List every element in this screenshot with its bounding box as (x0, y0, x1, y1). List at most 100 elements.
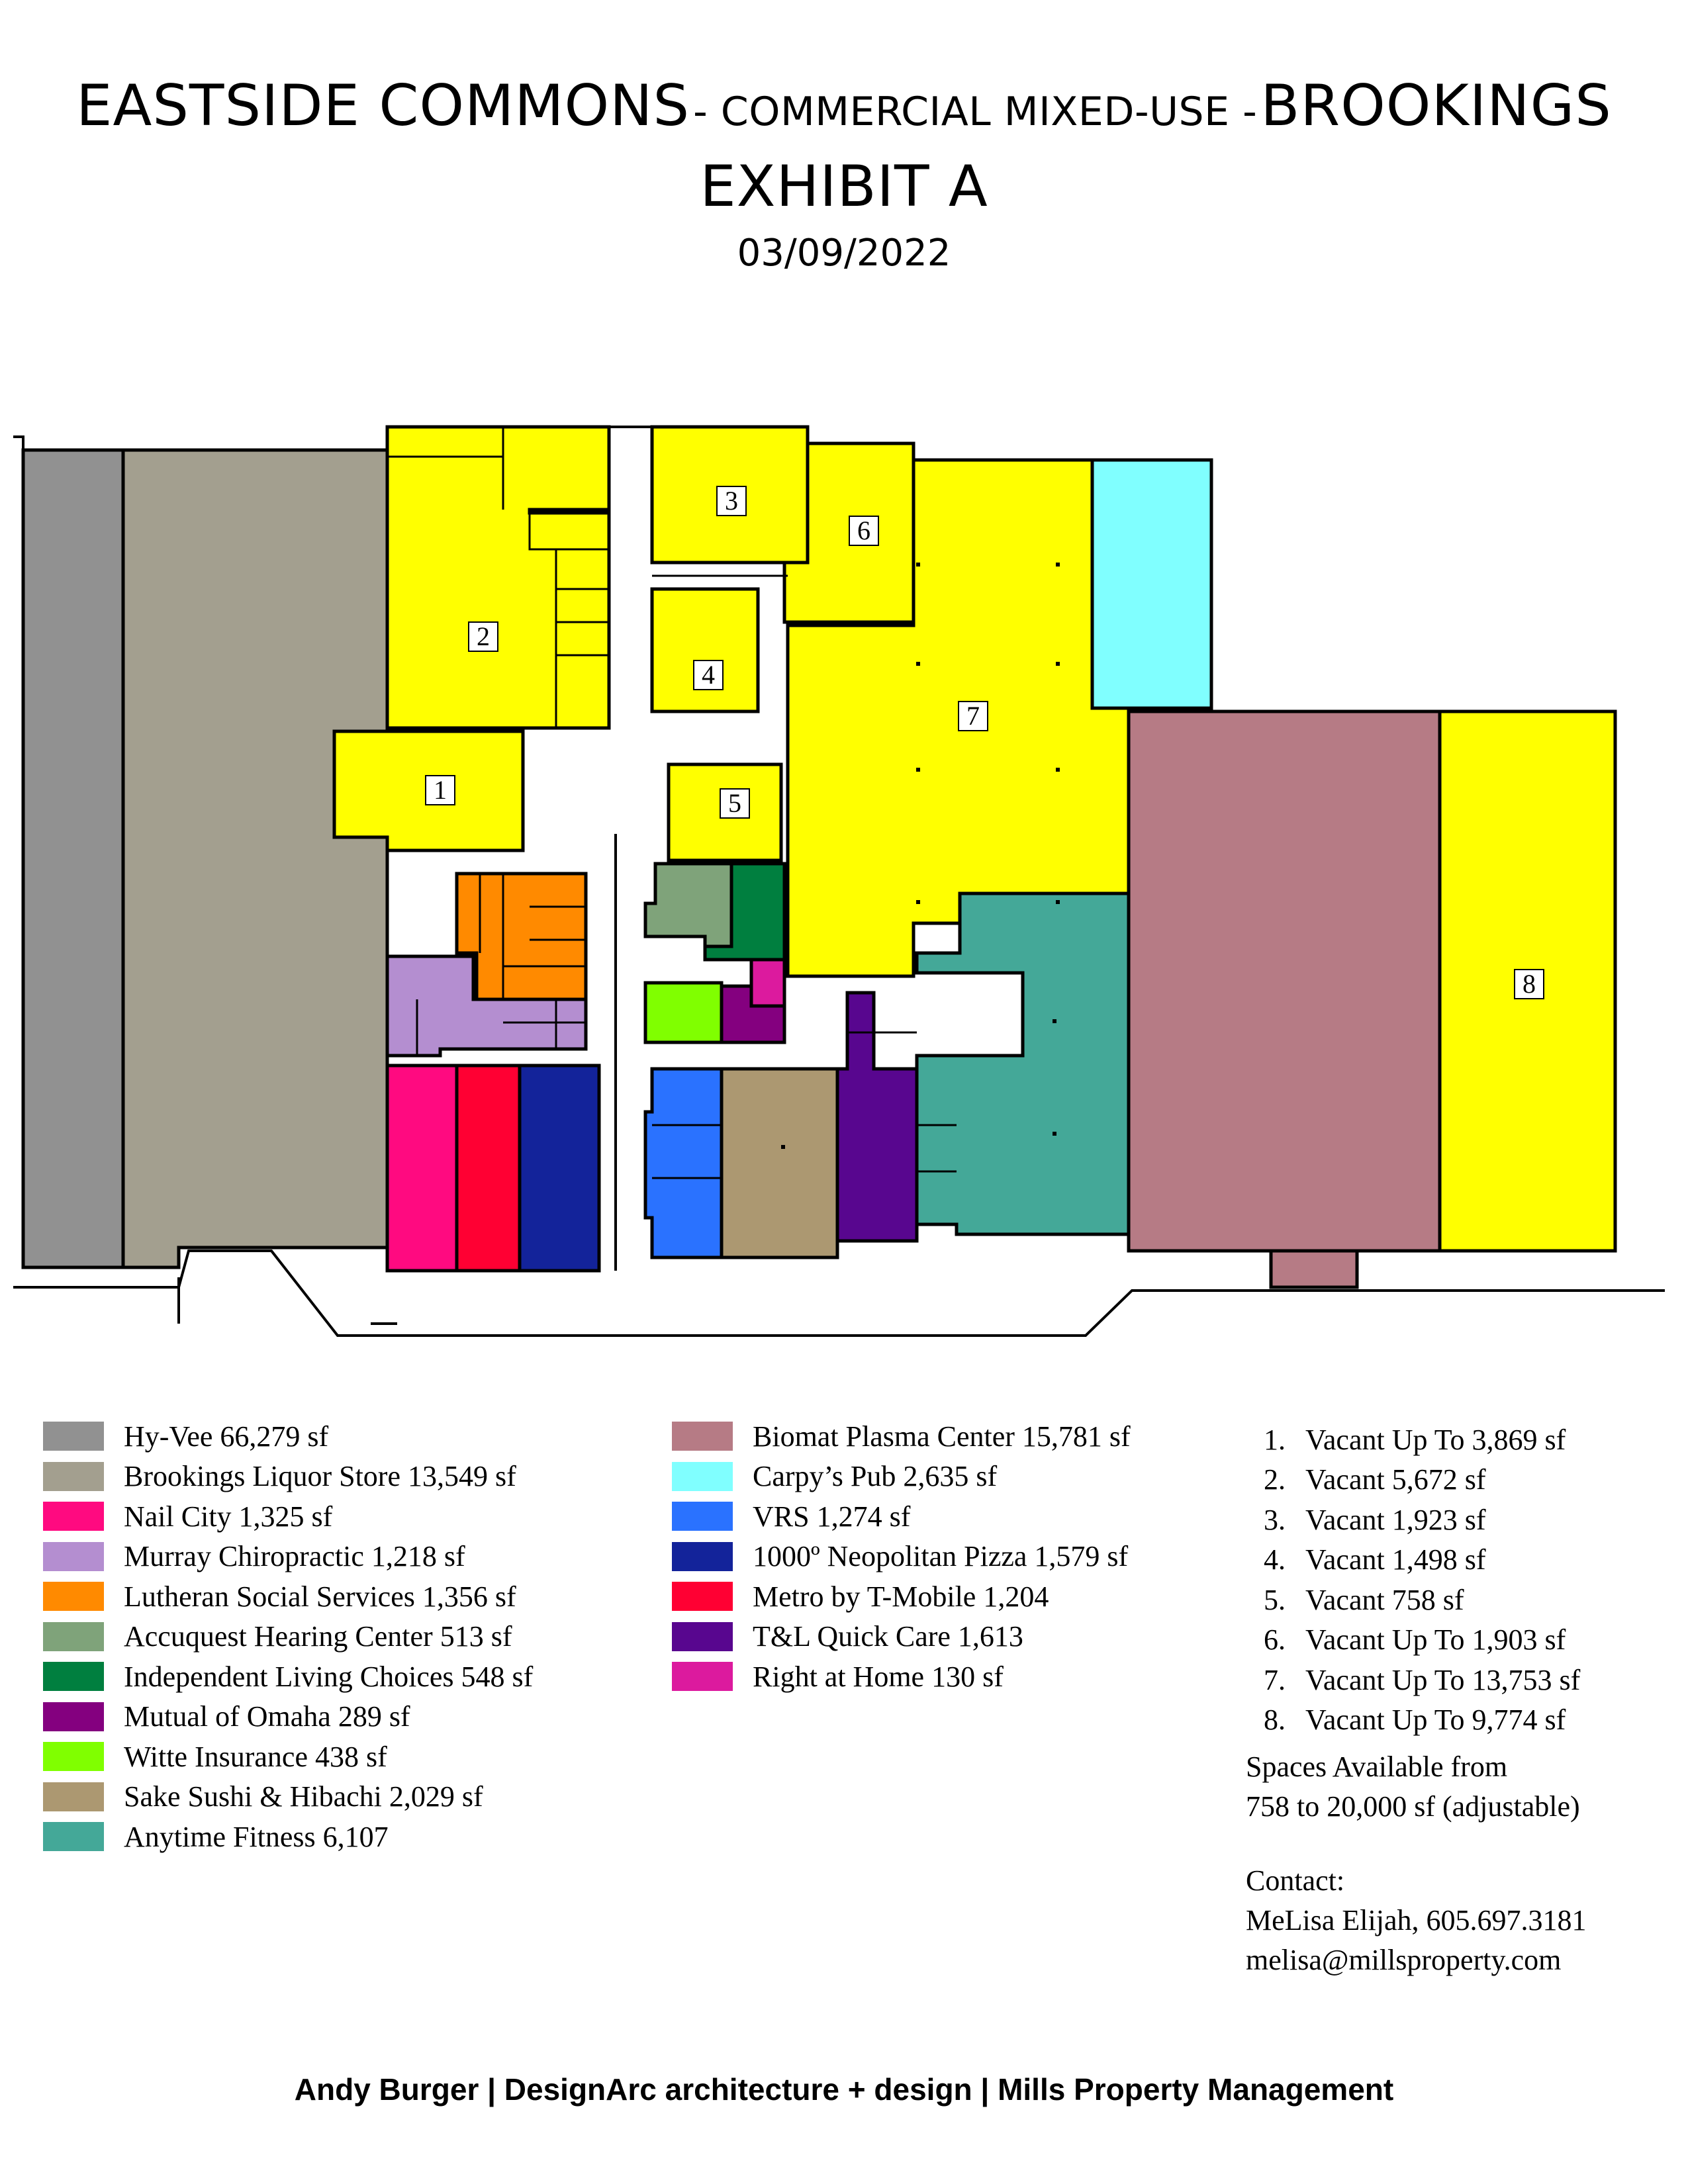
legend-swatch (43, 1822, 104, 1852)
unit-biomat[interactable] (1127, 709, 1442, 1253)
svg-text:5: 5 (728, 788, 741, 818)
vacancy-item: 8.Vacant Up To 9,774 sf (1239, 1700, 1580, 1741)
label-vacant-2: 2 (468, 621, 498, 652)
legend-label: Independent Living Choices 548 sf (124, 1660, 534, 1693)
legend-item: Hy-Vee 66,279 sf (43, 1416, 533, 1457)
unit-carpys-pub[interactable] (1090, 458, 1213, 710)
legend-item: Right at Home 130 sf (672, 1657, 1131, 1697)
legend-label: Nail City 1,325 sf (124, 1500, 333, 1533)
unit-vacant-2[interactable] (385, 425, 611, 730)
legend-label: 1000º Neopolitan Pizza 1,579 sf (753, 1540, 1129, 1573)
legend-swatch (43, 1461, 104, 1491)
legend-label: T&L Quick Care 1,613 (753, 1620, 1023, 1653)
vacancy-label: Vacant 1,923 sf (1305, 1503, 1486, 1536)
legend-swatch (672, 1621, 733, 1651)
vacancy-number: 4. (1264, 1543, 1286, 1576)
legend-label: Mutual of Omaha 289 sf (124, 1700, 410, 1733)
legend-left: Hy-Vee 66,279 sf Brookings Liquor Store 1… (43, 1416, 533, 1857)
legend-swatch (43, 1541, 104, 1571)
label-vacant-3: 3 (716, 486, 747, 516)
contact-heading: Contact: (1246, 1864, 1345, 1897)
legend-item: 1000º Neopolitan Pizza 1,579 sf (672, 1537, 1131, 1577)
availability-line2: 758 to 20,000 sf (adjustable) (1246, 1790, 1580, 1823)
label-vacant-6: 6 (849, 516, 879, 546)
vacancy-number: 7. (1264, 1663, 1286, 1696)
unit-murray[interactable] (385, 954, 588, 1058)
legend-item: Metro by T-Mobile 1,204 (672, 1576, 1131, 1617)
vacancy-item: 6.Vacant Up To 1,903 sf (1239, 1620, 1580, 1661)
svg-text:7: 7 (966, 701, 980, 731)
contact-email[interactable]: melisa@millsproperty.com (1246, 1944, 1562, 1976)
vacancy-label: Vacant 1,498 sf (1305, 1543, 1486, 1576)
legend-label: Anytime Fitness 6,107 (124, 1820, 389, 1853)
unit-accuquest[interactable] (643, 862, 733, 948)
svg-text:1: 1 (434, 775, 447, 805)
legend-item: Carpy’s Pub 2,635 sf (672, 1457, 1131, 1497)
svg-text:3: 3 (725, 486, 738, 516)
vacancy-number: 8. (1264, 1704, 1286, 1737)
legend-swatch (43, 1742, 104, 1772)
vacancy-label: Vacant Up To 3,869 sf (1305, 1423, 1566, 1456)
unit-nail-city[interactable] (385, 1064, 459, 1273)
site-plan-map: 1 2 3 4 5 6 7 8 (13, 425, 1665, 1337)
unit-witte[interactable] (643, 981, 724, 1044)
label-vacant-5: 5 (720, 788, 750, 819)
legend-swatch (672, 1541, 733, 1571)
legend-label: Brookings Liquor Store 13,549 sf (124, 1460, 516, 1493)
legend-item: Independent Living Choices 548 sf (43, 1657, 533, 1697)
legend-swatch (43, 1502, 104, 1531)
contact-name-phone: MeLisa Elijah, 605.697.3181 (1246, 1904, 1587, 1936)
page-title: EASTSIDE COMMONS - COMMERCIAL MIXED-USE … (0, 73, 1688, 139)
legend-label: Witte Insurance 438 sf (124, 1740, 387, 1773)
legend-label: Lutheran Social Services 1,356 sf (124, 1580, 516, 1613)
unit-sake-sushi[interactable] (720, 1067, 839, 1259)
vacancy-number: 2. (1264, 1463, 1286, 1496)
legend-label: Murray Chiropractic 1,218 sf (124, 1540, 465, 1573)
unit-anytime-fitness[interactable] (915, 891, 1131, 1236)
legend-label: Sake Sushi & Hibachi 2,029 sf (124, 1780, 483, 1813)
legend-item: Witte Insurance 438 sf (43, 1737, 533, 1777)
label-vacant-7: 7 (958, 701, 988, 731)
contact-block: Contact: MeLisa Elijah, 605.697.3181 mel… (1246, 1861, 1587, 1980)
legend-item: Biomat Plasma Center 15,781 sf (672, 1416, 1131, 1457)
legend-swatch (672, 1422, 733, 1451)
label-vacant-8: 8 (1514, 969, 1544, 999)
unit-brookings-liquor[interactable] (121, 448, 389, 1269)
legend-item: Nail City 1,325 sf (43, 1496, 533, 1537)
unit-vrs[interactable] (643, 1067, 724, 1259)
title-part3: BROOKINGS (1260, 73, 1612, 139)
legend-swatch (672, 1662, 733, 1692)
legend-right: Biomat Plasma Center 15,781 sf Carpy’s Pu… (672, 1416, 1131, 1697)
footer-credits: Andy Burger | DesignArc architecture + d… (294, 2072, 1394, 2107)
unit-metro[interactable] (455, 1064, 522, 1273)
svg-text:4: 4 (702, 660, 715, 690)
legend-swatch (672, 1582, 733, 1612)
unit-hyvee[interactable] (21, 448, 125, 1269)
site-outline (13, 426, 1665, 1337)
unit-lutheran[interactable] (455, 872, 588, 1001)
unit-tl-quick-care[interactable] (835, 991, 919, 1243)
exhibit-date: 03/09/2022 (737, 232, 951, 275)
legend-item: Sake Sushi & Hibachi 2,029 sf (43, 1777, 533, 1817)
unit-biomat-vestibule (1269, 1249, 1359, 1289)
unit-right-at-home[interactable] (749, 958, 786, 1008)
vacancy-number: 5. (1264, 1583, 1286, 1616)
legend-item: Anytime Fitness 6,107 (43, 1817, 533, 1857)
legend-swatch (43, 1702, 104, 1731)
legend-label: Hy-Vee 66,279 sf (124, 1420, 329, 1453)
legend-label: VRS 1,274 sf (753, 1500, 911, 1533)
interior-walls (387, 427, 957, 1179)
legend-item: Accuquest Hearing Center 513 sf (43, 1617, 533, 1657)
legend-swatch (672, 1461, 733, 1491)
availability-line1: Spaces Available from (1246, 1751, 1508, 1783)
label-vacant-4: 4 (693, 660, 724, 690)
svg-text:2: 2 (477, 621, 490, 651)
legend-label: Carpy’s Pub 2,635 sf (753, 1460, 998, 1493)
vacancy-item: 4. Vacant 1,498 sf (1239, 1540, 1580, 1580)
legend-label: Metro by T-Mobile 1,204 (753, 1580, 1049, 1613)
unit-pizza[interactable] (518, 1064, 601, 1273)
unit-independent-living[interactable] (703, 862, 786, 962)
legend-swatch (43, 1422, 104, 1451)
legend-label: Biomat Plasma Center 15,781 sf (753, 1420, 1131, 1453)
unit-vacant-4[interactable] (650, 587, 760, 713)
